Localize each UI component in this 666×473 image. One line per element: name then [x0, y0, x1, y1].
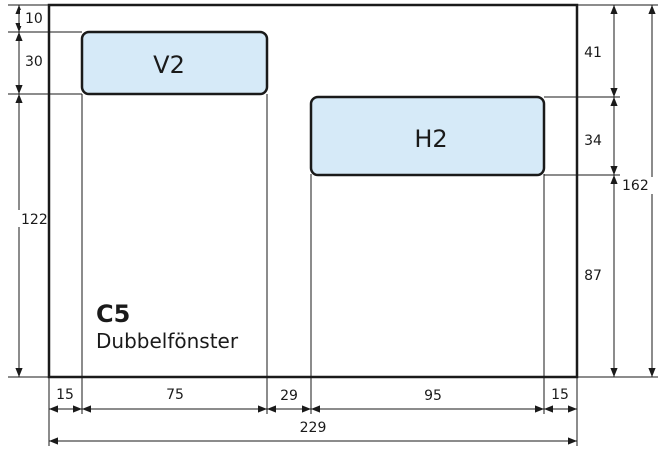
- dimension-bottom-margin-left-value: 15: [56, 387, 74, 403]
- dimension-total-width: 229: [49, 420, 577, 445]
- envelope-size-label: C5: [96, 300, 130, 328]
- window-v2-box: [80, 30, 269, 96]
- dimension-right-total-value: 162: [622, 178, 649, 194]
- envelope-type-label: Dubbelfönster: [96, 329, 239, 353]
- dimension-right-total: 162: [619, 5, 656, 377]
- dimension-bottom-margin-right-value: 15: [551, 387, 569, 403]
- dimension-left-bottom: 122: [14, 94, 48, 377]
- dimension-right-top: 41: [584, 5, 618, 97]
- dimension-bottom-gap: 29: [267, 388, 311, 413]
- window-v2-label: V2: [153, 51, 185, 79]
- window-h2-label: H2: [414, 125, 447, 153]
- dimension-left-top-value: 10: [25, 11, 43, 27]
- dimension-left-top: 10: [15, 5, 46, 32]
- dimension-bottom-window-left: 75: [82, 387, 267, 413]
- dimension-right-window: 34: [584, 97, 618, 175]
- dimension-bottom-window-right: 95: [311, 388, 544, 413]
- dimension-left-window-value: 30: [25, 54, 43, 70]
- dimension-left-window: 30: [15, 32, 46, 94]
- dimension-bottom-margin-right: 15: [544, 387, 577, 413]
- dimension-bottom-window-right-value: 95: [424, 388, 442, 404]
- window-guide-lines: [81, 94, 545, 377]
- dimension-right-window-value: 34: [584, 133, 602, 149]
- dimension-bottom-gap-value: 29: [280, 388, 298, 404]
- window-h2: H2: [309, 95, 546, 177]
- dimension-bottom-margin-left: 15: [49, 387, 82, 413]
- dimension-total-width-value: 229: [300, 420, 327, 436]
- dimension-right-bottom-value: 87: [584, 268, 602, 284]
- window-v2: V2: [80, 30, 269, 96]
- dimension-right-bottom: 87: [584, 175, 618, 377]
- window-h2-box: [309, 95, 546, 177]
- dimension-left-bottom-value: 122: [21, 212, 48, 228]
- dimension-bottom-window-left-value: 75: [166, 387, 184, 403]
- dimension-right-top-value: 41: [584, 45, 602, 61]
